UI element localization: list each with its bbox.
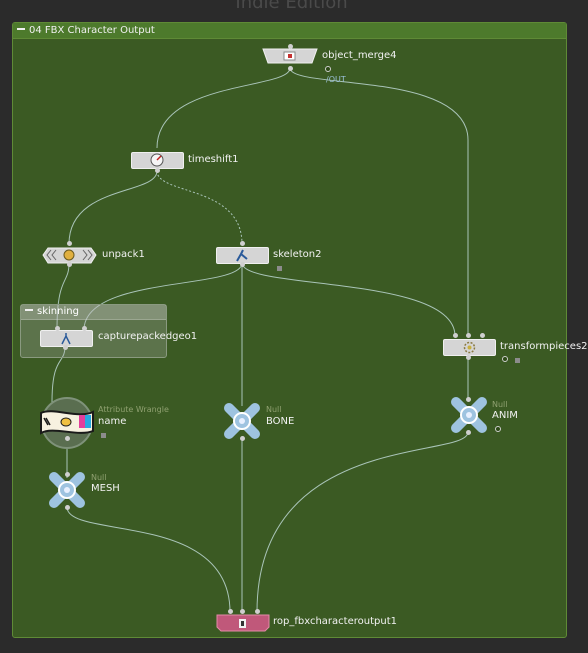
- wire-timeshift-unpack: [68, 170, 158, 245]
- subnet-header[interactable]: skinning: [21, 305, 166, 320]
- bypass-flag[interactable]: [101, 433, 106, 438]
- output-port[interactable]: [240, 436, 245, 441]
- node-label: BONE: [266, 416, 295, 427]
- input-port[interactable]: [67, 241, 72, 246]
- output-port[interactable]: [288, 66, 293, 71]
- output-port[interactable]: [240, 262, 245, 267]
- bypass-flag[interactable]: [277, 266, 282, 271]
- collapse-icon[interactable]: [25, 309, 33, 311]
- node-label: object_merge4: [322, 50, 397, 61]
- null-icon[interactable]: [450, 397, 488, 433]
- collapse-icon[interactable]: [17, 28, 25, 30]
- input-port[interactable]: [82, 326, 87, 331]
- node-label: rop_fbxcharacteroutput1: [273, 616, 397, 627]
- input-port[interactable]: [255, 609, 260, 614]
- node-label: skeleton2: [273, 249, 322, 260]
- output-port[interactable]: [466, 355, 471, 360]
- node-type: Null: [492, 400, 508, 409]
- skinning-subnet-box[interactable]: skinning: [20, 304, 167, 358]
- unpack-icon[interactable]: [42, 247, 97, 264]
- node-label: transformpieces2: [500, 341, 588, 352]
- node-type: Null: [266, 405, 282, 414]
- output-port[interactable]: [466, 430, 471, 435]
- node-label: timeshift1: [188, 154, 239, 165]
- input-port[interactable]: [240, 609, 245, 614]
- output-port[interactable]: [67, 262, 72, 267]
- attribute-wrangle-icon[interactable]: [38, 396, 96, 450]
- node-type: Attribute Wrangle: [98, 405, 169, 414]
- display-flag[interactable]: [502, 356, 508, 362]
- output-port[interactable]: [63, 345, 68, 350]
- input-port[interactable]: [453, 333, 458, 338]
- wire-unpack-capture: [56, 262, 70, 331]
- rop-output-icon[interactable]: [216, 614, 270, 632]
- wire-skeleton-capture: [83, 262, 243, 331]
- input-port[interactable]: [288, 44, 293, 49]
- node-label: MESH: [91, 483, 120, 494]
- output-port[interactable]: [65, 505, 70, 510]
- input-port[interactable]: [466, 333, 471, 338]
- null-icon[interactable]: [48, 472, 86, 508]
- input-port[interactable]: [240, 241, 245, 246]
- input-port[interactable]: [65, 472, 70, 477]
- wire-timeshift-skeleton: [156, 170, 243, 245]
- network-box-title: 04 FBX Character Output: [29, 25, 155, 36]
- input-port[interactable]: [55, 326, 60, 331]
- network-box[interactable]: 04 FBX Character Output: [12, 22, 567, 638]
- null-icon[interactable]: [223, 403, 261, 439]
- node-label: capturepackedgeo1: [98, 331, 198, 342]
- bypass-flag[interactable]: [515, 358, 520, 363]
- input-port[interactable]: [228, 609, 233, 614]
- input-port[interactable]: [480, 333, 485, 338]
- wire-capture-wrangle: [51, 345, 66, 403]
- subnet-title: skinning: [37, 306, 79, 317]
- wire-objmerge-transform: [289, 67, 469, 336]
- timeshift-gauge-icon: [150, 153, 164, 167]
- output-port[interactable]: [65, 436, 70, 441]
- node-path: /OUT: [326, 75, 346, 84]
- network-box-header[interactable]: 04 FBX Character Output: [13, 23, 566, 39]
- node-label: ANIM: [492, 410, 518, 421]
- wire-anim-rop: [256, 431, 469, 613]
- display-flag[interactable]: [495, 426, 501, 432]
- capture-icon: [61, 333, 71, 345]
- display-flag[interactable]: [325, 66, 331, 72]
- edition-watermark: Indie Edition: [235, 0, 348, 13]
- wire-skeleton-transform: [241, 262, 456, 337]
- wire-mesh-rop: [66, 506, 231, 613]
- skeleton-icon: [236, 249, 248, 262]
- output-port[interactable]: [155, 168, 160, 173]
- input-port[interactable]: [466, 397, 471, 402]
- object-merge-icon[interactable]: [262, 48, 318, 64]
- node-label: unpack1: [102, 249, 145, 260]
- node-type: Null: [91, 473, 107, 482]
- wire-objmerge-timeshift: [156, 67, 291, 149]
- transformpieces-icon: [463, 341, 476, 354]
- node-label: name: [98, 416, 127, 427]
